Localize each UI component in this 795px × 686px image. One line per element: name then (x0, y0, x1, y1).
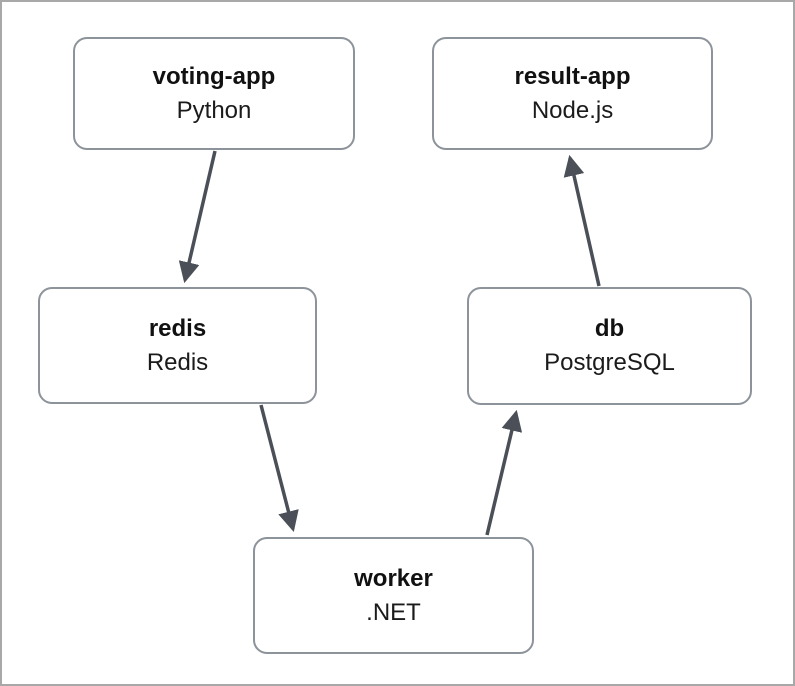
node-voting-app[interactable]: voting-app Python (73, 37, 355, 150)
node-subtitle: PostgreSQL (544, 349, 675, 376)
edge-redis-to-worker (259, 404, 299, 533)
edge-db-to-result-app (563, 154, 601, 287)
node-db[interactable]: db PostgreSQL (467, 287, 752, 405)
node-subtitle: .NET (366, 598, 421, 626)
node-title: voting-app (152, 62, 276, 90)
node-subtitle: Redis (146, 348, 209, 376)
edge-voting-app-to-redis (178, 150, 217, 284)
node-subtitle: Python (176, 96, 252, 124)
edge-worker-to-db (485, 409, 523, 536)
node-title: redis (148, 314, 207, 342)
node-result-app[interactable]: result-app Node.js (432, 37, 713, 150)
node-worker[interactable]: worker .NET (253, 537, 534, 654)
node-redis[interactable]: redis Redis (38, 287, 317, 404)
node-title: worker (354, 564, 433, 592)
node-title: db (594, 315, 625, 343)
node-title: result-app (514, 62, 631, 90)
node-subtitle: Node.js (531, 96, 614, 124)
